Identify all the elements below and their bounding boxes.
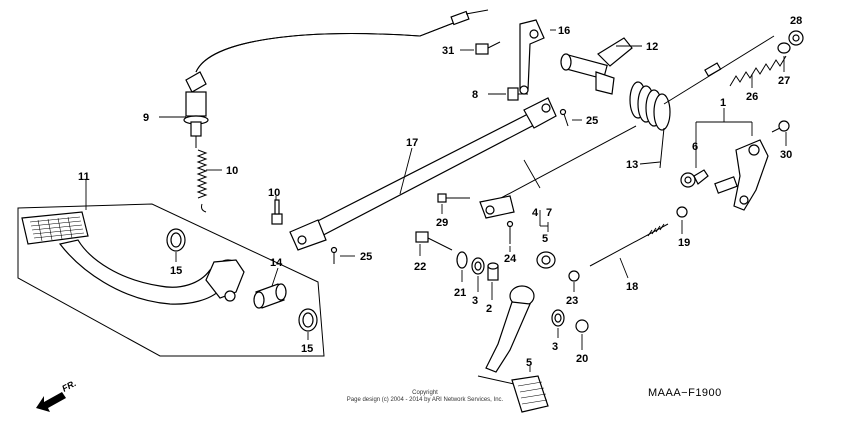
joint-5-center [536,251,556,269]
copyright-line2: Page design (c) 2004 - 2014 by ARI Netwo… [347,397,504,403]
washer-21 [456,251,468,269]
callout-8: 10 [226,165,238,177]
callout-6: 5 [526,357,532,369]
rod-18 [589,223,669,267]
callout-12: 12 [646,41,658,53]
callout-31: 31 [442,45,454,57]
callout-1: 1 [720,97,726,109]
callout-26: 26 [746,91,758,103]
spring-26 [729,55,787,87]
callout-25-right: 25 [586,115,598,127]
callout-9: 7 [546,207,552,219]
collar-2 [487,262,499,281]
callout-21: 21 [454,287,466,299]
spring-8 [196,149,208,213]
callout-2: 2 [486,303,492,315]
bracket-1 [714,139,769,211]
callout-10-right: 8 [472,89,478,101]
bushing-15-lower [298,308,318,332]
rod-17 [289,97,557,251]
nut-27 [777,42,791,54]
nut-23 [568,270,580,282]
bush-3-upper [471,257,485,275]
callout-10-left: 10 [268,187,280,199]
callout-24: 24 [504,253,517,265]
diagram-code: MAAA−F1900 [648,387,722,399]
callout-13: 13 [626,159,638,171]
callout-5-center: 5 [542,233,548,245]
brake-pedal-11 [21,211,245,305]
front-arrow-icon: FR. [36,378,78,412]
callout-17: 17 [406,137,418,149]
bolt-10-right [507,87,528,101]
joint-5-right [680,169,709,188]
cap-28 [788,30,804,46]
bushing-15-upper [166,228,186,252]
nut-19 [676,206,688,218]
callout-30: 30 [780,149,792,161]
pin-25-left [330,246,338,264]
callout-27: 27 [778,75,790,87]
callout-3-lower: 3 [552,341,558,353]
leader-lines [85,29,787,372]
pin-24 [506,220,514,244]
callout-15-lower: 15 [301,343,313,355]
callout-22: 22 [414,261,426,273]
rod-9 [479,125,637,219]
nut-20 [575,319,589,333]
bolt-10-left [271,199,283,225]
callout-18: 18 [626,281,638,293]
callout-20: 20 [576,353,588,365]
callout-7: 9 [143,112,149,124]
callout-5-right: 6 [692,141,698,153]
callout-3-upper: 3 [472,295,478,307]
callout-15-upper: 15 [170,265,182,277]
rod-1 [663,35,775,105]
callout-29: 29 [436,217,448,229]
copyright-line1: Copyright [412,390,438,396]
callout-16: 16 [558,25,570,37]
callout-14: 14 [270,257,283,269]
bolt-22 [415,231,453,251]
callout-19: 19 [678,237,690,249]
arm-16 [519,19,545,95]
callout-11: 11 [78,171,90,183]
callout-28: 28 [790,15,802,27]
spring-13 [629,81,671,169]
bolt-30 [771,120,790,133]
callout-4: 4 [532,207,539,219]
collar-14 [253,283,287,309]
front-label: FR. [60,378,77,394]
arm-6 [477,285,549,413]
callouts: 9 10 11 15 15 10 14 17 25 16 31 8 25 12 … [78,15,802,369]
callout-23: 23 [566,295,578,307]
bolt-31 [475,41,501,55]
bush-3-lower [551,309,565,327]
pin-25-right [559,108,569,127]
cable-assembly [183,9,489,148]
callout-25-left: 25 [360,251,372,263]
bolt-29 [437,193,470,203]
shaft-arm-12 [560,37,633,95]
